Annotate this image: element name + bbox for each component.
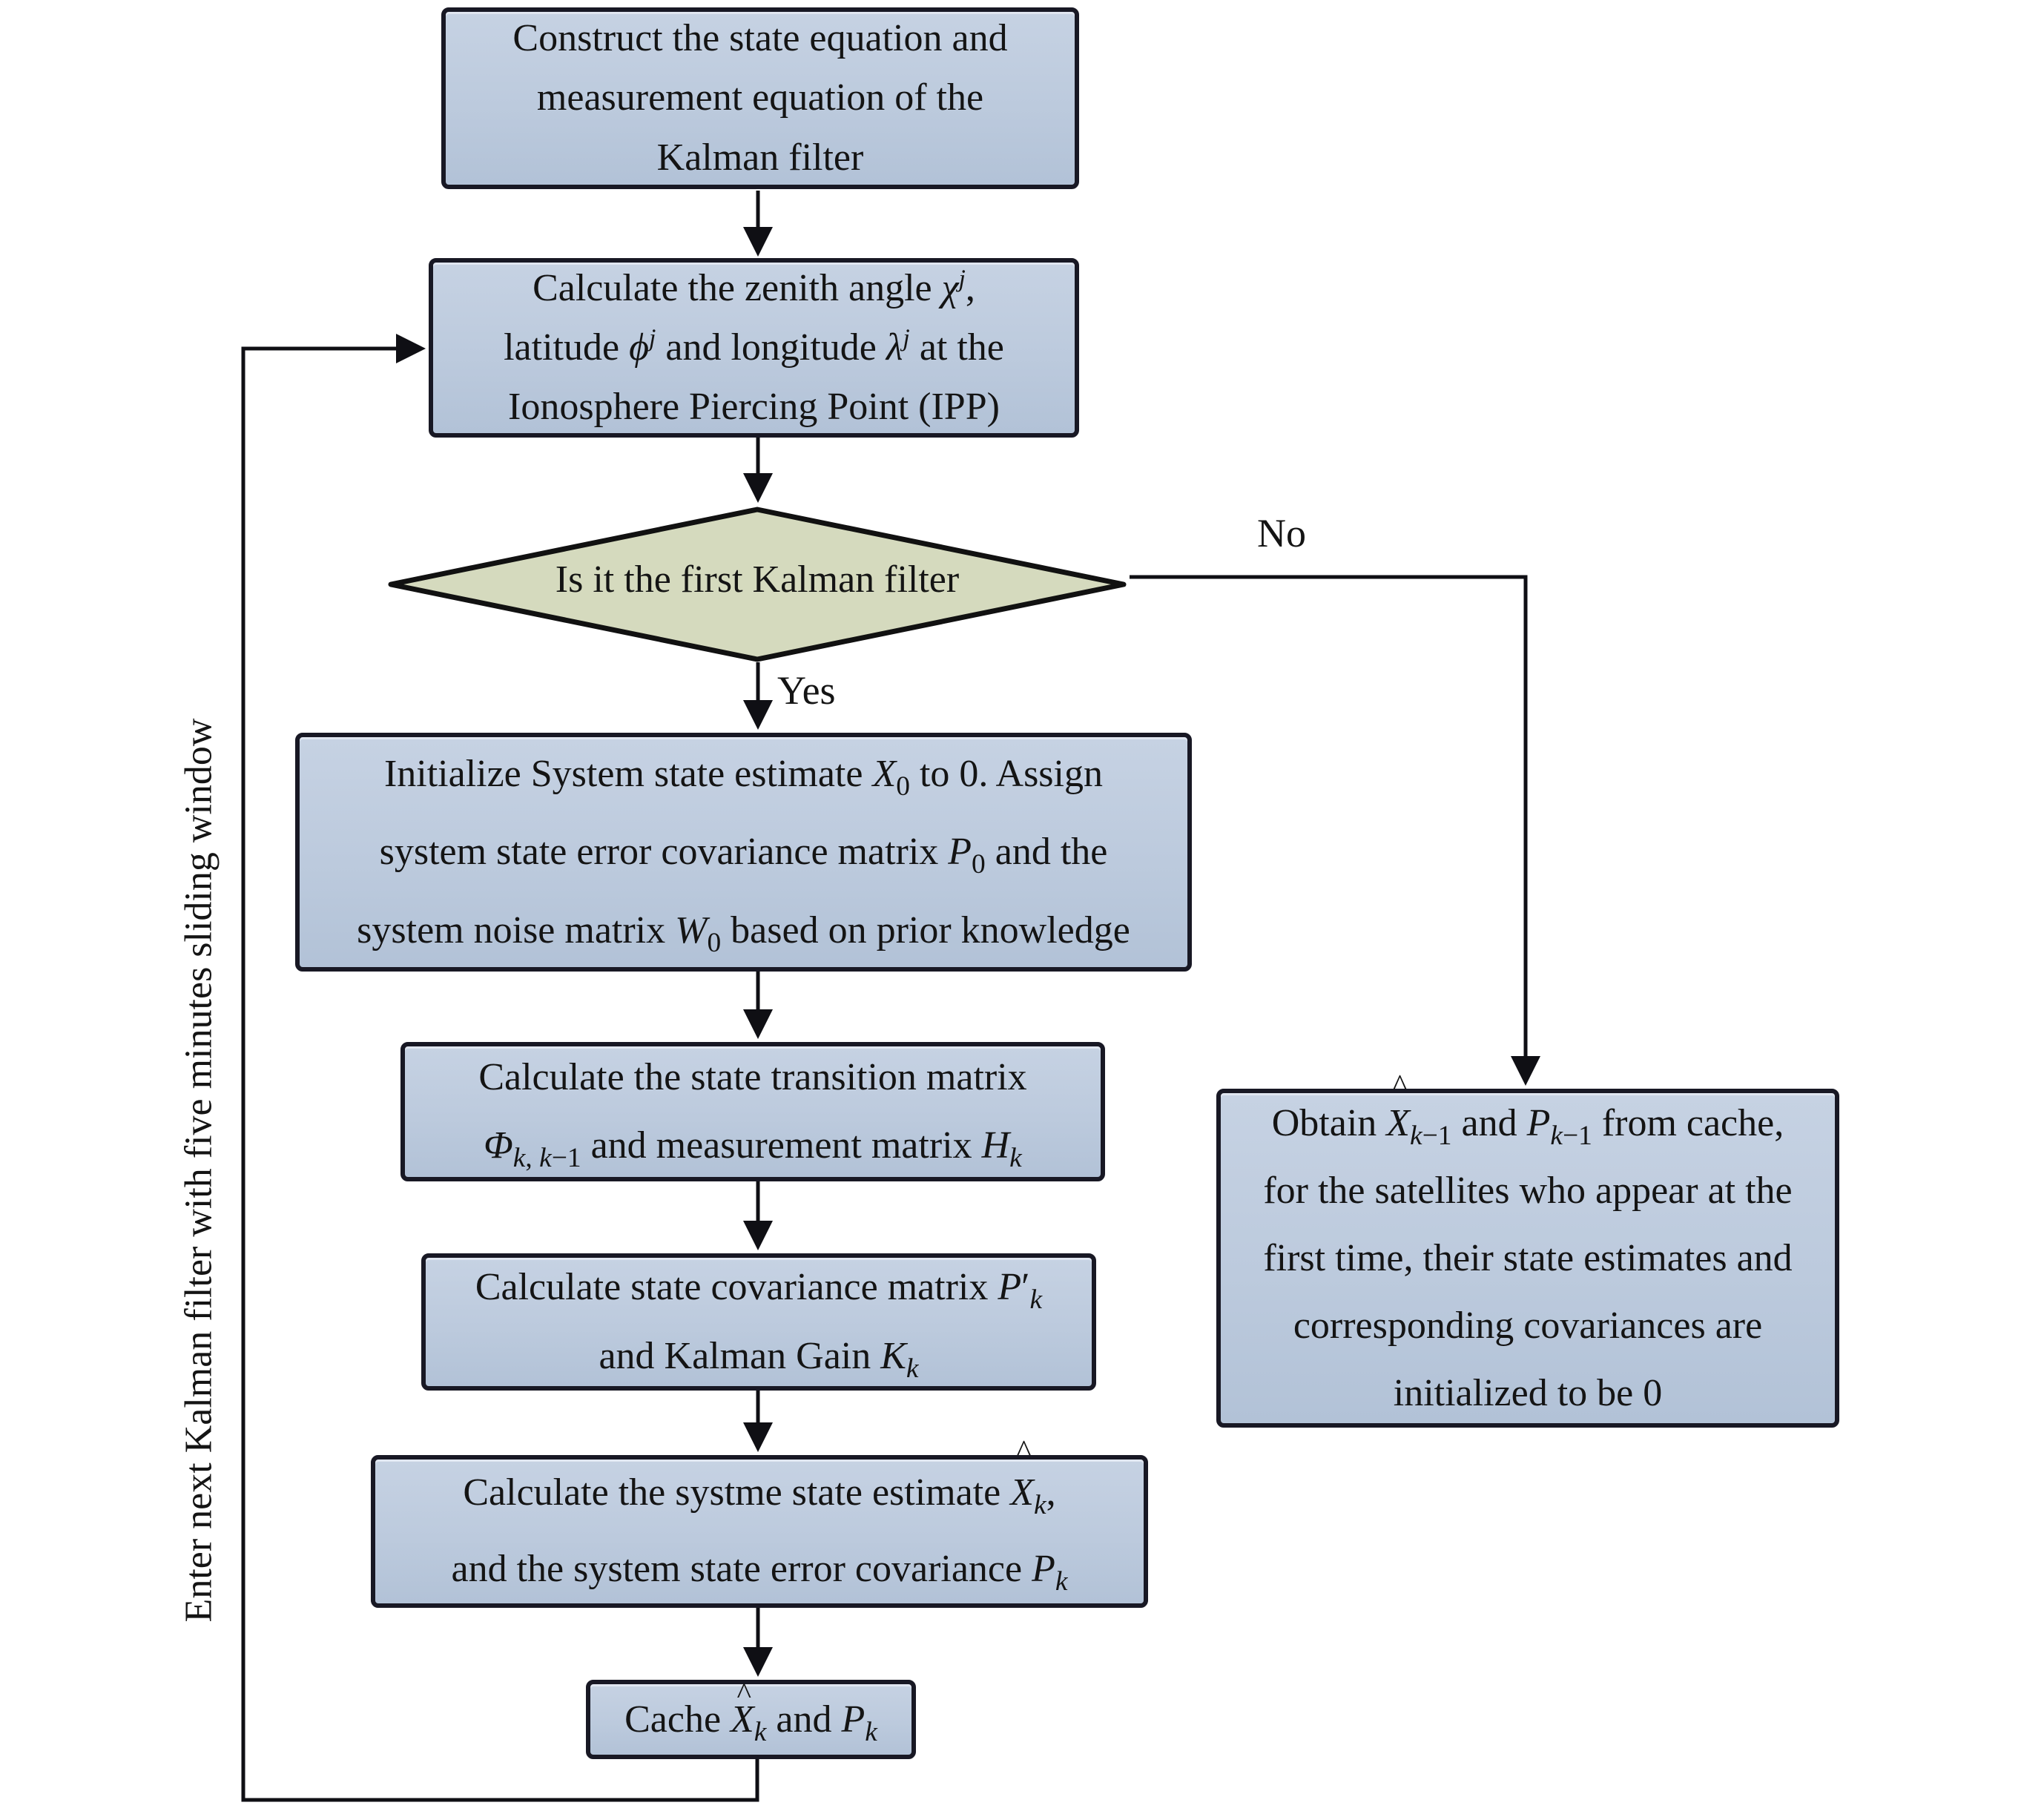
node-calculate-ipp: Calculate the zenith angle χj,latitude ϕ… xyxy=(429,258,1079,438)
node-cache-results-text: Cache X^k and Pk xyxy=(624,1676,877,1747)
decision-diamond-shape xyxy=(388,507,1127,662)
arrow-decision-to-obtain-no xyxy=(1130,575,1540,1086)
node-system-state-estimate-text: Calculate the systme state estimate X^k,… xyxy=(451,1434,1068,1597)
node-cache-results: Cache X^k and Pk xyxy=(586,1676,916,1759)
edge-label-no: No xyxy=(1257,511,1306,555)
node-initialize-state-text: Initialize System state estimate X0 to 0… xyxy=(357,753,1130,958)
node-obtain-from-cache: Obtain X^k−1 and Pk−1 from cache,for the… xyxy=(1216,1068,1839,1428)
node-calculate-ipp-text: Calculate the zenith angle χj,latitude ϕ… xyxy=(504,265,1004,429)
node-decision-first-kalman-text: Is it the first Kalman filter xyxy=(555,558,960,601)
node-obtain-from-cache-text: Obtain X^k−1 and Pk−1 from cache,for the… xyxy=(1263,1068,1793,1414)
arrow-cache-feedback-to-ipp xyxy=(241,334,759,1802)
node-initialize-state: Initialize System state estimate X0 to 0… xyxy=(295,733,1192,972)
node-decision-first-kalman: Is it the first Kalman filter xyxy=(385,505,1130,664)
node-system-state-estimate: Calculate the systme state estimate X^k,… xyxy=(371,1434,1148,1608)
feedback-loop-label: Enter next Kalman filter with five minut… xyxy=(177,718,220,1623)
edge-label-yes: Yes xyxy=(777,668,836,713)
